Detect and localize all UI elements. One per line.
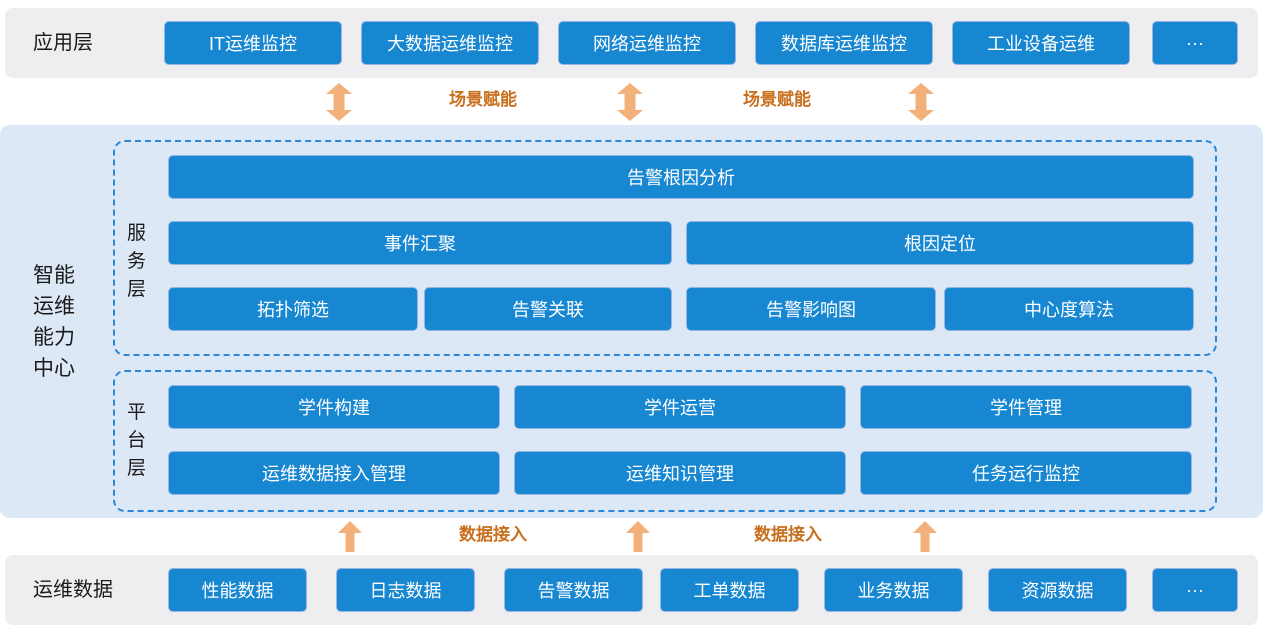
- data-access-label: 数据接入: [754, 525, 822, 544]
- node-network-ops-monitoring: 网络运维监控: [558, 21, 736, 65]
- service-layer-label: 服务层: [126, 223, 146, 300]
- node-industrial-equipment-ops: 工业设备运维: [952, 21, 1130, 65]
- node-database-ops-monitoring: 数据库运维监控: [755, 21, 933, 65]
- node-more-apps: ···: [1152, 21, 1238, 65]
- node-resource-data: 资源数据: [988, 568, 1127, 612]
- node-bigdata-ops-monitoring: 大数据运维监控: [361, 21, 539, 65]
- node-ops-knowledge-management: 运维知识管理: [514, 451, 846, 495]
- node-learnware-management: 学件管理: [860, 385, 1192, 429]
- platform-layer-group: [113, 370, 1217, 512]
- node-root-cause-location: 根因定位: [686, 221, 1194, 265]
- node-alarm-data: 告警数据: [504, 568, 643, 612]
- node-log-data: 日志数据: [336, 568, 475, 612]
- node-task-run-monitoring: 任务运行监控: [860, 451, 1192, 495]
- node-alarm-impact-graph: 告警影响图: [686, 287, 936, 331]
- up-arrow-icon: [338, 521, 362, 552]
- up-arrow-icon: [913, 521, 937, 552]
- node-performance-data: 性能数据: [168, 568, 307, 612]
- node-event-aggregation: 事件汇聚: [168, 221, 672, 265]
- data-access-label: 数据接入: [459, 525, 527, 544]
- up-arrow-icon: [626, 521, 650, 552]
- node-it-ops-monitoring: IT运维监控: [164, 21, 342, 65]
- node-ticket-data: 工单数据: [660, 568, 799, 612]
- double-arrow-icon: [326, 83, 352, 121]
- double-arrow-icon: [617, 83, 643, 121]
- platform-layer-label: 平台层: [126, 402, 146, 479]
- double-arrow-icon: [908, 83, 934, 121]
- service-layer-group: [113, 140, 1217, 356]
- node-learnware-operation: 学件运营: [514, 385, 846, 429]
- scene-empowerment-label: 场景赋能: [449, 90, 517, 109]
- node-more-data: ···: [1152, 568, 1238, 612]
- app-layer-label: 应用层: [33, 32, 93, 54]
- data-layer-label: 运维数据: [33, 579, 113, 601]
- node-centrality-algorithm: 中心度算法: [944, 287, 1194, 331]
- node-topology-filter: 拓扑筛选: [168, 287, 418, 331]
- scene-empowerment-label: 场景赋能: [743, 90, 811, 109]
- node-learnware-build: 学件构建: [168, 385, 500, 429]
- node-alarm-correlation: 告警关联: [424, 287, 672, 331]
- capability-center-label: 智能运维能力中心: [33, 264, 75, 380]
- node-ops-data-access-management: 运维数据接入管理: [168, 451, 500, 495]
- node-alarm-root-cause-analysis: 告警根因分析: [168, 155, 1194, 199]
- node-business-data: 业务数据: [824, 568, 963, 612]
